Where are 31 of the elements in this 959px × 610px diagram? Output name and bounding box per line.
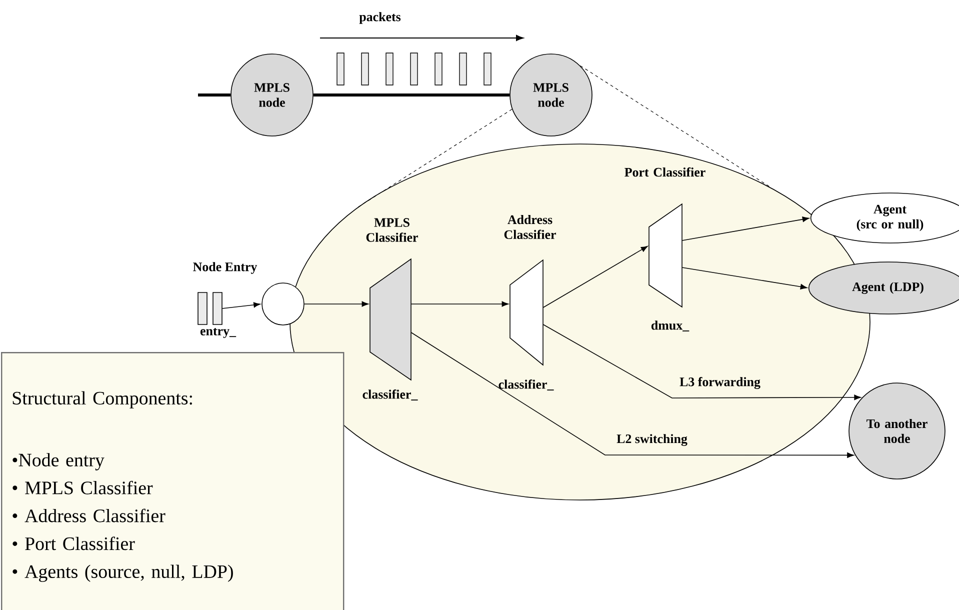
arrow <box>542 246 648 308</box>
arrow <box>682 267 808 290</box>
node-label: MPLS Classifier <box>366 218 418 242</box>
classifier-trapezoid: MPLS Classifier classifier_ <box>362 218 418 400</box>
node-label: dmux_ <box>651 320 690 332</box>
demux-trapezoid: Port Classifier dmux_ <box>624 167 706 332</box>
queue-drawing <box>198 292 222 325</box>
connector-line <box>356 108 512 208</box>
entry-label: Node Entry <box>193 262 258 274</box>
node-label: (src or null) <box>856 219 924 232</box>
connector-line <box>580 65 772 188</box>
connector-line <box>198 94 231 96</box>
arrow <box>542 324 861 400</box>
arrow <box>410 301 509 307</box>
arrow <box>682 216 810 241</box>
node-label: classifier_ <box>498 380 554 390</box>
node-label: classifier_ <box>362 390 418 400</box>
edge-label: L3 forwarding <box>680 377 760 389</box>
entry-name: entry_ <box>200 328 236 338</box>
entry-circle <box>262 282 304 326</box>
node-label: Agent <box>874 204 906 216</box>
components-panel: Structural Components: •Node entry • MPLS Classifier • Address Classifier • Port Classifier • Agents (source, null, LDP) <box>1 352 344 610</box>
connector-line <box>313 94 510 96</box>
edge-label: L2 switching <box>616 434 688 446</box>
node-label: Address Classifier <box>504 214 556 240</box>
arrow-label: packets <box>359 12 401 24</box>
classifier-trapezoid: Address Classifier classifier_ <box>498 214 556 390</box>
arrow <box>410 332 854 458</box>
arrow <box>304 301 369 307</box>
node-label: Port Classifier <box>624 167 706 177</box>
arrow <box>222 302 260 309</box>
